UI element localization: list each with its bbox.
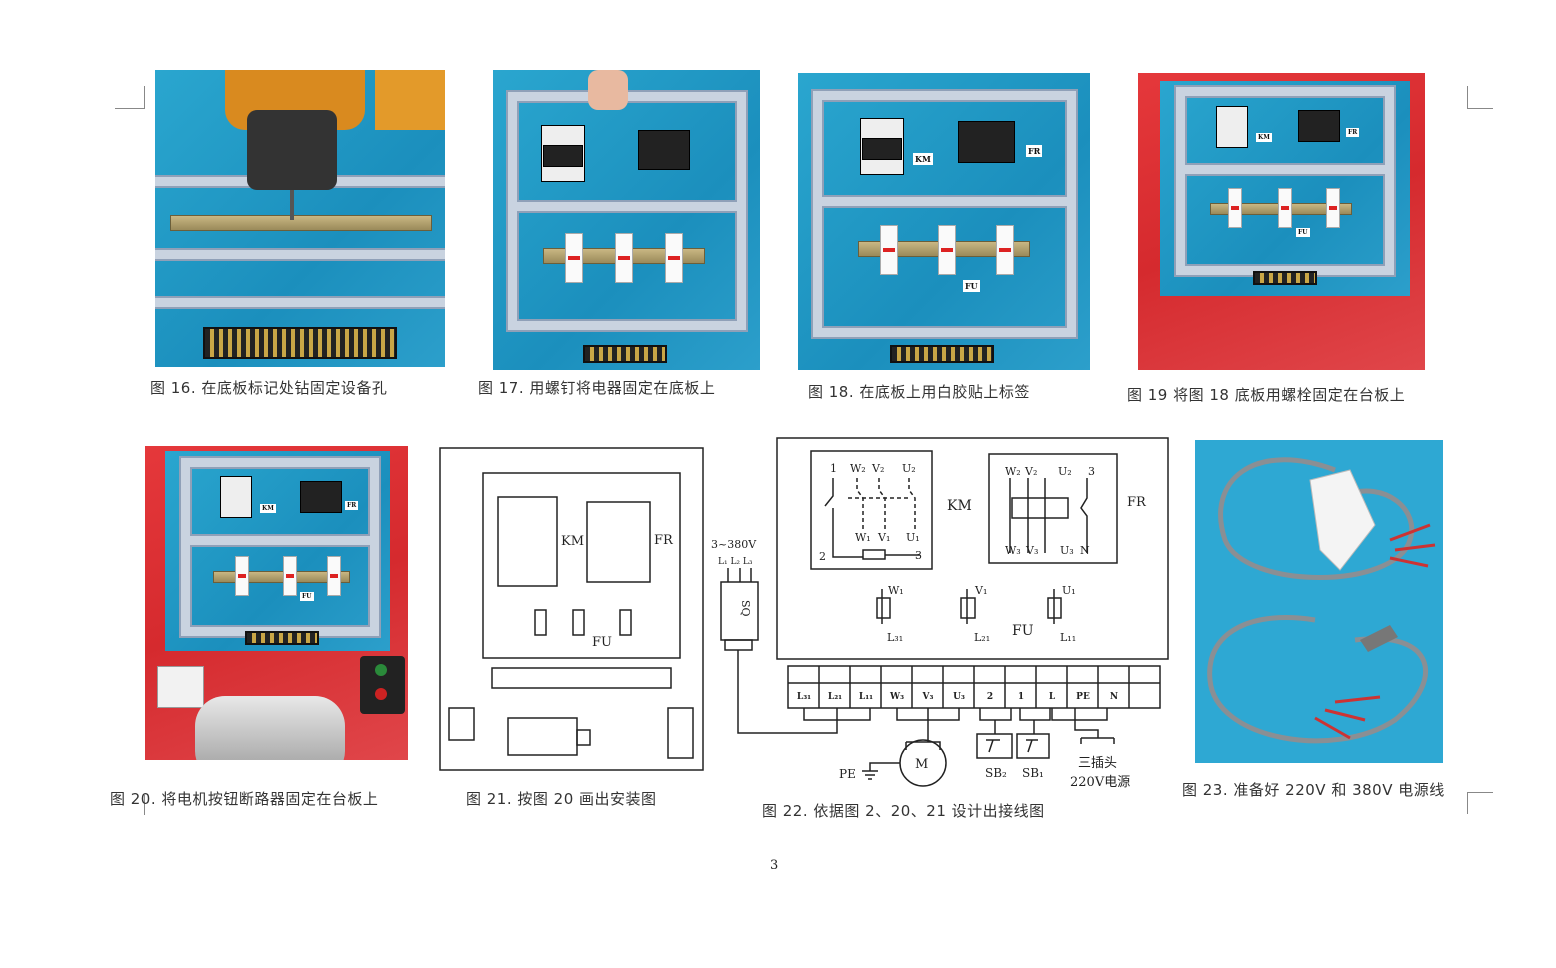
- fig21-fr: FR: [654, 533, 674, 548]
- crop-mark: [1467, 792, 1468, 814]
- fuse-w1: W₁: [888, 584, 904, 597]
- power-label: 220V电源: [1070, 775, 1130, 790]
- terminal-label: N: [1110, 692, 1118, 702]
- terminal-label: 1: [1018, 692, 1024, 702]
- caption-fig16: 图 16. 在底板标记处钻固定设备孔: [150, 379, 388, 397]
- label-fu: FU: [963, 280, 980, 292]
- plug-label: 三插头: [1078, 756, 1117, 771]
- caption-fig20: 图 20. 将电机按钮断路器固定在台板上: [110, 790, 379, 808]
- km-term-w2: W₂: [850, 462, 866, 475]
- label-fu: FU: [1296, 228, 1310, 237]
- supply-voltage: 3~380V: [711, 538, 757, 551]
- pe-label: PE: [839, 767, 856, 781]
- caption-fig18: 图 18. 在底板上用白胶贴上标签: [808, 383, 1030, 401]
- crop-mark: [144, 86, 145, 109]
- fuse-u1: U₁: [1062, 584, 1076, 597]
- label-km: KM: [913, 153, 933, 165]
- fig21-fu: FU: [592, 635, 612, 650]
- crop-mark: [1467, 792, 1493, 793]
- crop-mark: [115, 108, 145, 109]
- fr-term-v3: V₃: [1025, 544, 1038, 557]
- fig21-installation-diagram: KM FR FU: [439, 447, 704, 771]
- km-term-v2: V₂: [871, 462, 884, 475]
- photo-motor-button-breaker: KM FR FU: [145, 446, 408, 760]
- km-label: KM: [947, 498, 972, 514]
- photo-labeled-board: KM FR FU: [798, 73, 1090, 370]
- km-term-w1: W₁: [855, 531, 871, 544]
- terminal-label: W₃: [889, 692, 904, 702]
- km-term-u2: U₂: [902, 462, 916, 475]
- fuse-l11: L₁₁: [1060, 631, 1076, 644]
- caption-fig17: 图 17. 用螺钉将电器固定在底板上: [478, 379, 716, 397]
- label-fr: FR: [1026, 145, 1043, 157]
- km-term-u1: U₁: [906, 531, 920, 544]
- photo-board-on-table: KM FR FU: [1138, 73, 1425, 370]
- label-fu: FU: [300, 592, 314, 601]
- caption-fig22: 图 22. 依据图 2、20、21 设计出接线图: [762, 802, 1045, 820]
- terminal-label: L₃₁: [797, 692, 811, 702]
- supply-phases: L₁ L₂ L₃: [718, 557, 753, 567]
- terminal-label: L₂₁: [828, 692, 842, 702]
- terminal-label: U₃: [953, 692, 965, 702]
- terminal-label: 2: [987, 692, 993, 702]
- label-km: KM: [260, 504, 276, 513]
- terminal-label: L: [1049, 692, 1056, 702]
- km-term-v1: V₁: [877, 531, 890, 544]
- fr-term-v2: V₂: [1024, 465, 1037, 478]
- km-coil-2: 2: [819, 550, 826, 563]
- label-fr: FR: [1346, 128, 1360, 137]
- sb2-label: SB₂: [985, 766, 1007, 780]
- sb1-label: SB₁: [1022, 766, 1044, 780]
- fu-label: FU: [1012, 623, 1034, 639]
- page-number: 3: [770, 858, 779, 873]
- switch-sq: SQ: [739, 600, 752, 617]
- fr-term-w2: W₂: [1005, 465, 1021, 478]
- crop-mark: [1467, 86, 1468, 109]
- motor-label: M: [915, 757, 928, 772]
- fuse-l21: L₂₁: [974, 631, 990, 644]
- fr-term-n: N: [1080, 544, 1090, 557]
- fr-term-3: 3: [1088, 465, 1095, 478]
- label-km: KM: [1256, 133, 1272, 142]
- fig21-km: KM: [561, 534, 584, 549]
- photo-mounting-devices: [493, 70, 760, 370]
- fuse-l31: L₃₁: [887, 631, 903, 644]
- fr-term-w3: W₃: [1005, 544, 1021, 557]
- label-fr: FR: [345, 501, 359, 510]
- fuse-v1: V₁: [974, 584, 987, 597]
- crop-mark: [144, 795, 145, 815]
- fr-term-u3: U₃: [1060, 544, 1074, 557]
- photo-power-cables: [1195, 440, 1443, 763]
- caption-fig21: 图 21. 按图 20 画出安装图: [466, 790, 657, 808]
- km-coil-3: 3: [915, 549, 922, 562]
- crop-mark: [1467, 108, 1493, 109]
- km-term-1: 1: [830, 462, 837, 475]
- terminal-label: V₃: [922, 692, 934, 702]
- caption-fig23: 图 23. 准备好 220V 和 380V 电源线: [1182, 781, 1445, 799]
- caption-fig19: 图 19 将图 18 底板用螺栓固定在台板上: [1127, 386, 1406, 404]
- fr-term-u2: U₂: [1058, 465, 1072, 478]
- fr-label: FR: [1127, 495, 1147, 510]
- photo-drilling-board: [155, 70, 445, 367]
- terminal-label: PE: [1076, 692, 1090, 702]
- fig22-wiring-diagram: 1 W₂ V₂ U₂ W₁ V₁ U₁ 2 3 W₂ V₂ U₂ 3 W₃ V₃…: [711, 437, 1169, 790]
- terminal-label: L₁₁: [859, 692, 873, 702]
